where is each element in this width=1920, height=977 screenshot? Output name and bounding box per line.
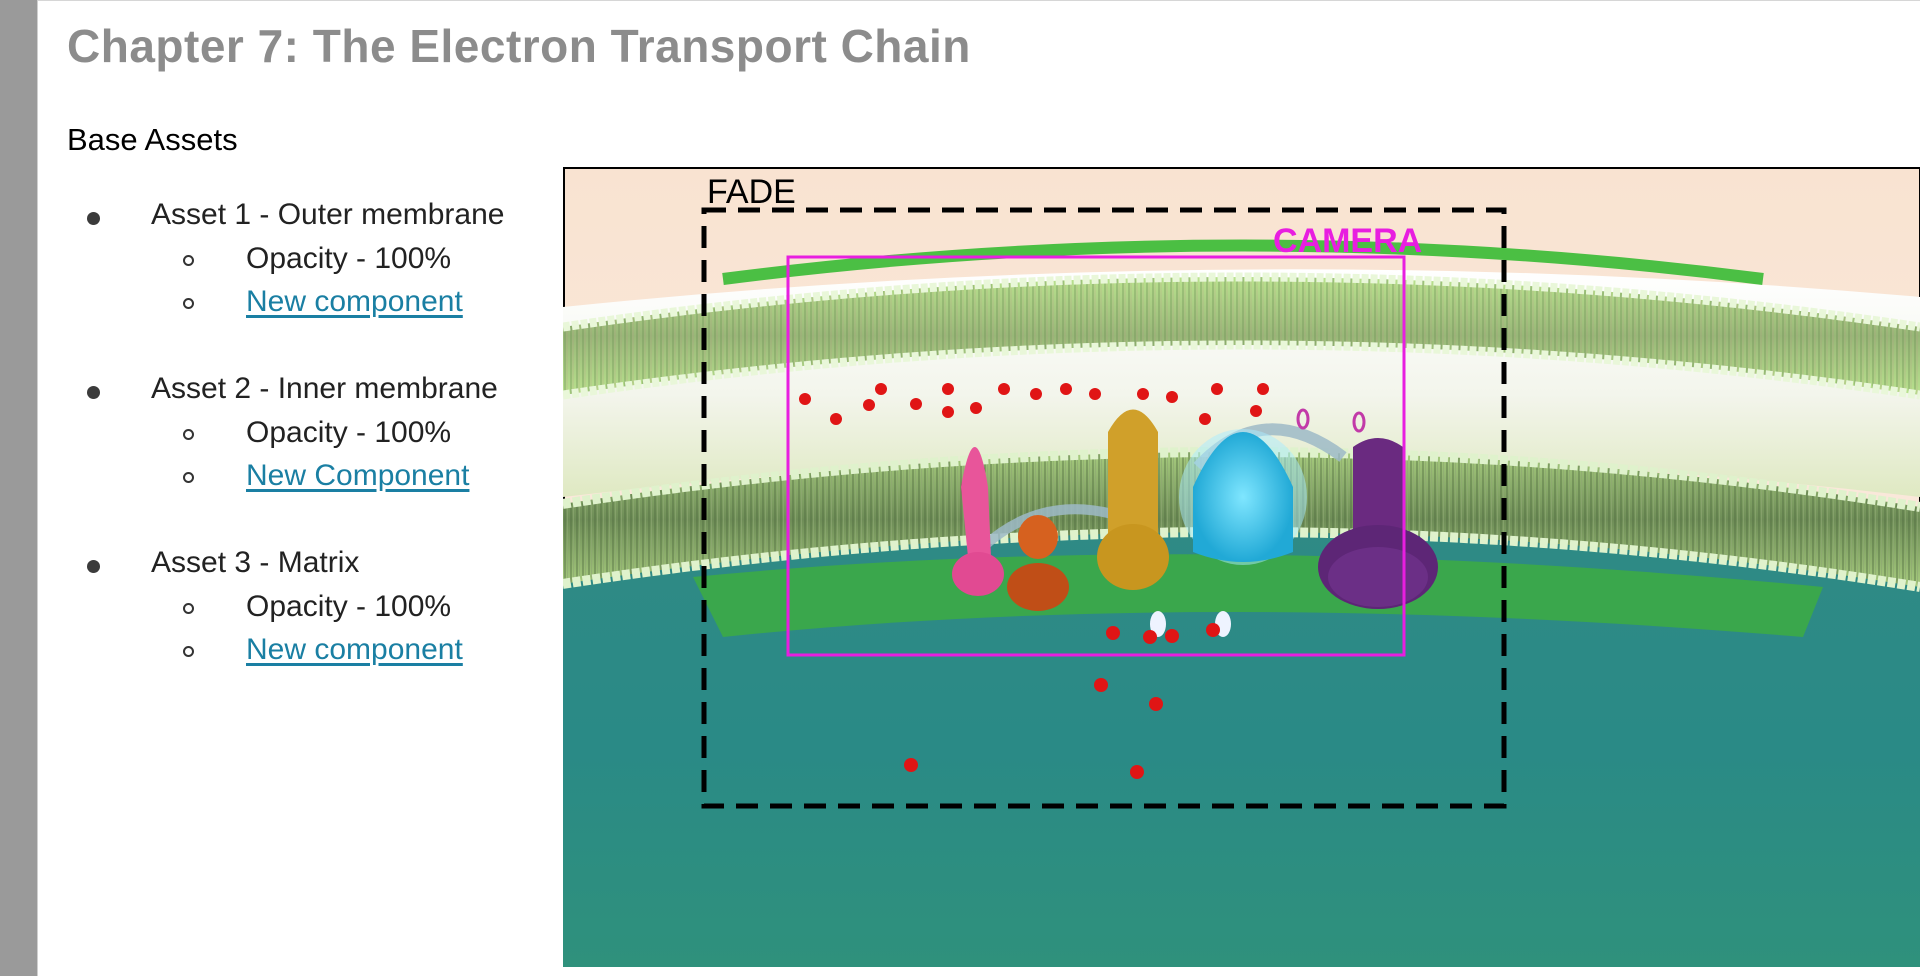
bullet-circle-icon xyxy=(183,429,194,440)
proton-group-lower xyxy=(904,623,1220,779)
fade-box[interactable] xyxy=(701,207,1507,809)
illustration-svg: FADE CAMERA xyxy=(563,167,1920,967)
section-heading: Base Assets xyxy=(67,122,238,157)
oxygen-drop xyxy=(1150,611,1166,637)
left-gutter-edge xyxy=(37,0,38,976)
matrix-region xyxy=(563,529,1920,967)
electron-transport-illustration[interactable]: FADE CAMERA xyxy=(563,167,1920,967)
bullet-disc-icon xyxy=(87,386,100,399)
complex-2-protein xyxy=(1007,515,1069,611)
page-title: Chapter 7: The Electron Transport Chain xyxy=(67,20,971,72)
bullet-disc-icon xyxy=(87,212,100,225)
camera-box[interactable] xyxy=(786,255,1406,657)
asset-2-title: Asset 2 - Inner membrane xyxy=(151,372,498,405)
proton-group-upper xyxy=(799,383,1269,425)
bullet-disc-icon xyxy=(87,560,100,573)
bullet-circle-icon xyxy=(183,472,194,483)
asset-2-new-component-link[interactable]: New Component xyxy=(246,459,470,492)
asset-3-title: Asset 3 - Matrix xyxy=(151,546,360,579)
left-gutter xyxy=(0,0,37,976)
complex-1-protein xyxy=(952,447,1004,596)
asset-list: Asset 1 - Outer membrane Opacity - 100% … xyxy=(38,1,598,701)
asset-3-opacity: Opacity - 100% xyxy=(246,590,452,623)
bullet-circle-icon xyxy=(183,298,194,309)
fade-label: FADE xyxy=(707,173,796,211)
asset-1-opacity: Opacity - 100% xyxy=(246,242,452,275)
asset-1-new-component-link[interactable]: New component xyxy=(246,285,463,318)
asset-2-opacity: Opacity - 100% xyxy=(246,416,452,449)
bullet-circle-icon xyxy=(183,255,194,266)
asset-3-new-component-link[interactable]: New component xyxy=(246,633,463,666)
complex-4-protein xyxy=(1179,429,1307,565)
bullet-circle-icon xyxy=(183,646,194,657)
complex-3-protein xyxy=(1097,409,1169,590)
bullet-circle-icon xyxy=(183,603,194,614)
camera-label: CAMERA xyxy=(1273,222,1422,260)
asset-1-title: Asset 1 - Outer membrane xyxy=(151,198,505,231)
